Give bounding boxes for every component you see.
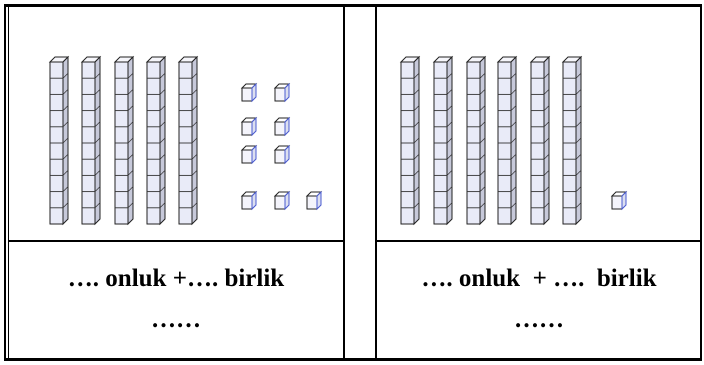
ones-cube: [242, 118, 256, 135]
tens-rod: [179, 57, 197, 224]
ones-cube: [275, 84, 289, 101]
ones-cube: [275, 192, 289, 209]
right-caption-line2: ……: [378, 304, 700, 336]
left-caption-line2: ……: [10, 304, 342, 336]
ones-cube: [275, 118, 289, 135]
ones-cube: [242, 84, 256, 101]
tens-rod: [82, 57, 100, 224]
right-caption-line1: …. onluk + …. birlik: [378, 263, 700, 295]
ones-cube: [307, 192, 321, 209]
ones-cube: [275, 146, 289, 163]
ones-cube: [242, 192, 256, 209]
left-caption-line1: …. onluk +…. birlik: [10, 263, 342, 295]
tens-rod: [434, 57, 452, 224]
tens-rod: [147, 57, 165, 224]
tens-rod: [563, 57, 581, 224]
tens-rod: [498, 57, 516, 224]
ones-cube: [242, 146, 256, 163]
tens-rod: [50, 57, 68, 224]
tens-rod: [401, 57, 419, 224]
tens-rod: [531, 57, 549, 224]
tens-rod: [115, 57, 133, 224]
ones-cube: [612, 192, 626, 209]
tens-rod: [467, 57, 485, 224]
